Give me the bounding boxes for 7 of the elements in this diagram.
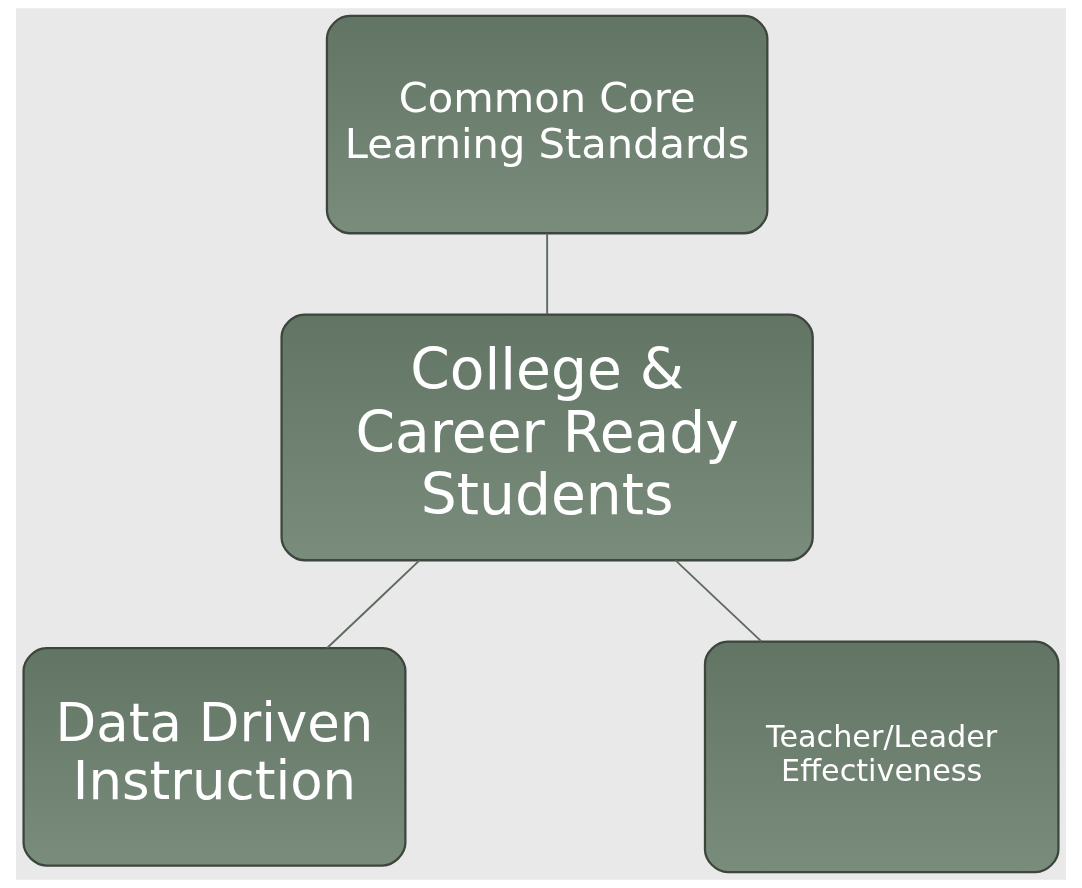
node-box: Data Driven Instruction <box>22 647 407 867</box>
node-box: College & Career Ready Students <box>280 313 814 562</box>
connector <box>674 559 763 643</box>
connector <box>546 232 549 316</box>
connector <box>326 559 421 649</box>
node-box: Teacher/Leader Effectiveness <box>703 640 1060 874</box>
node-box: Common Core Learning Standards <box>325 14 769 235</box>
